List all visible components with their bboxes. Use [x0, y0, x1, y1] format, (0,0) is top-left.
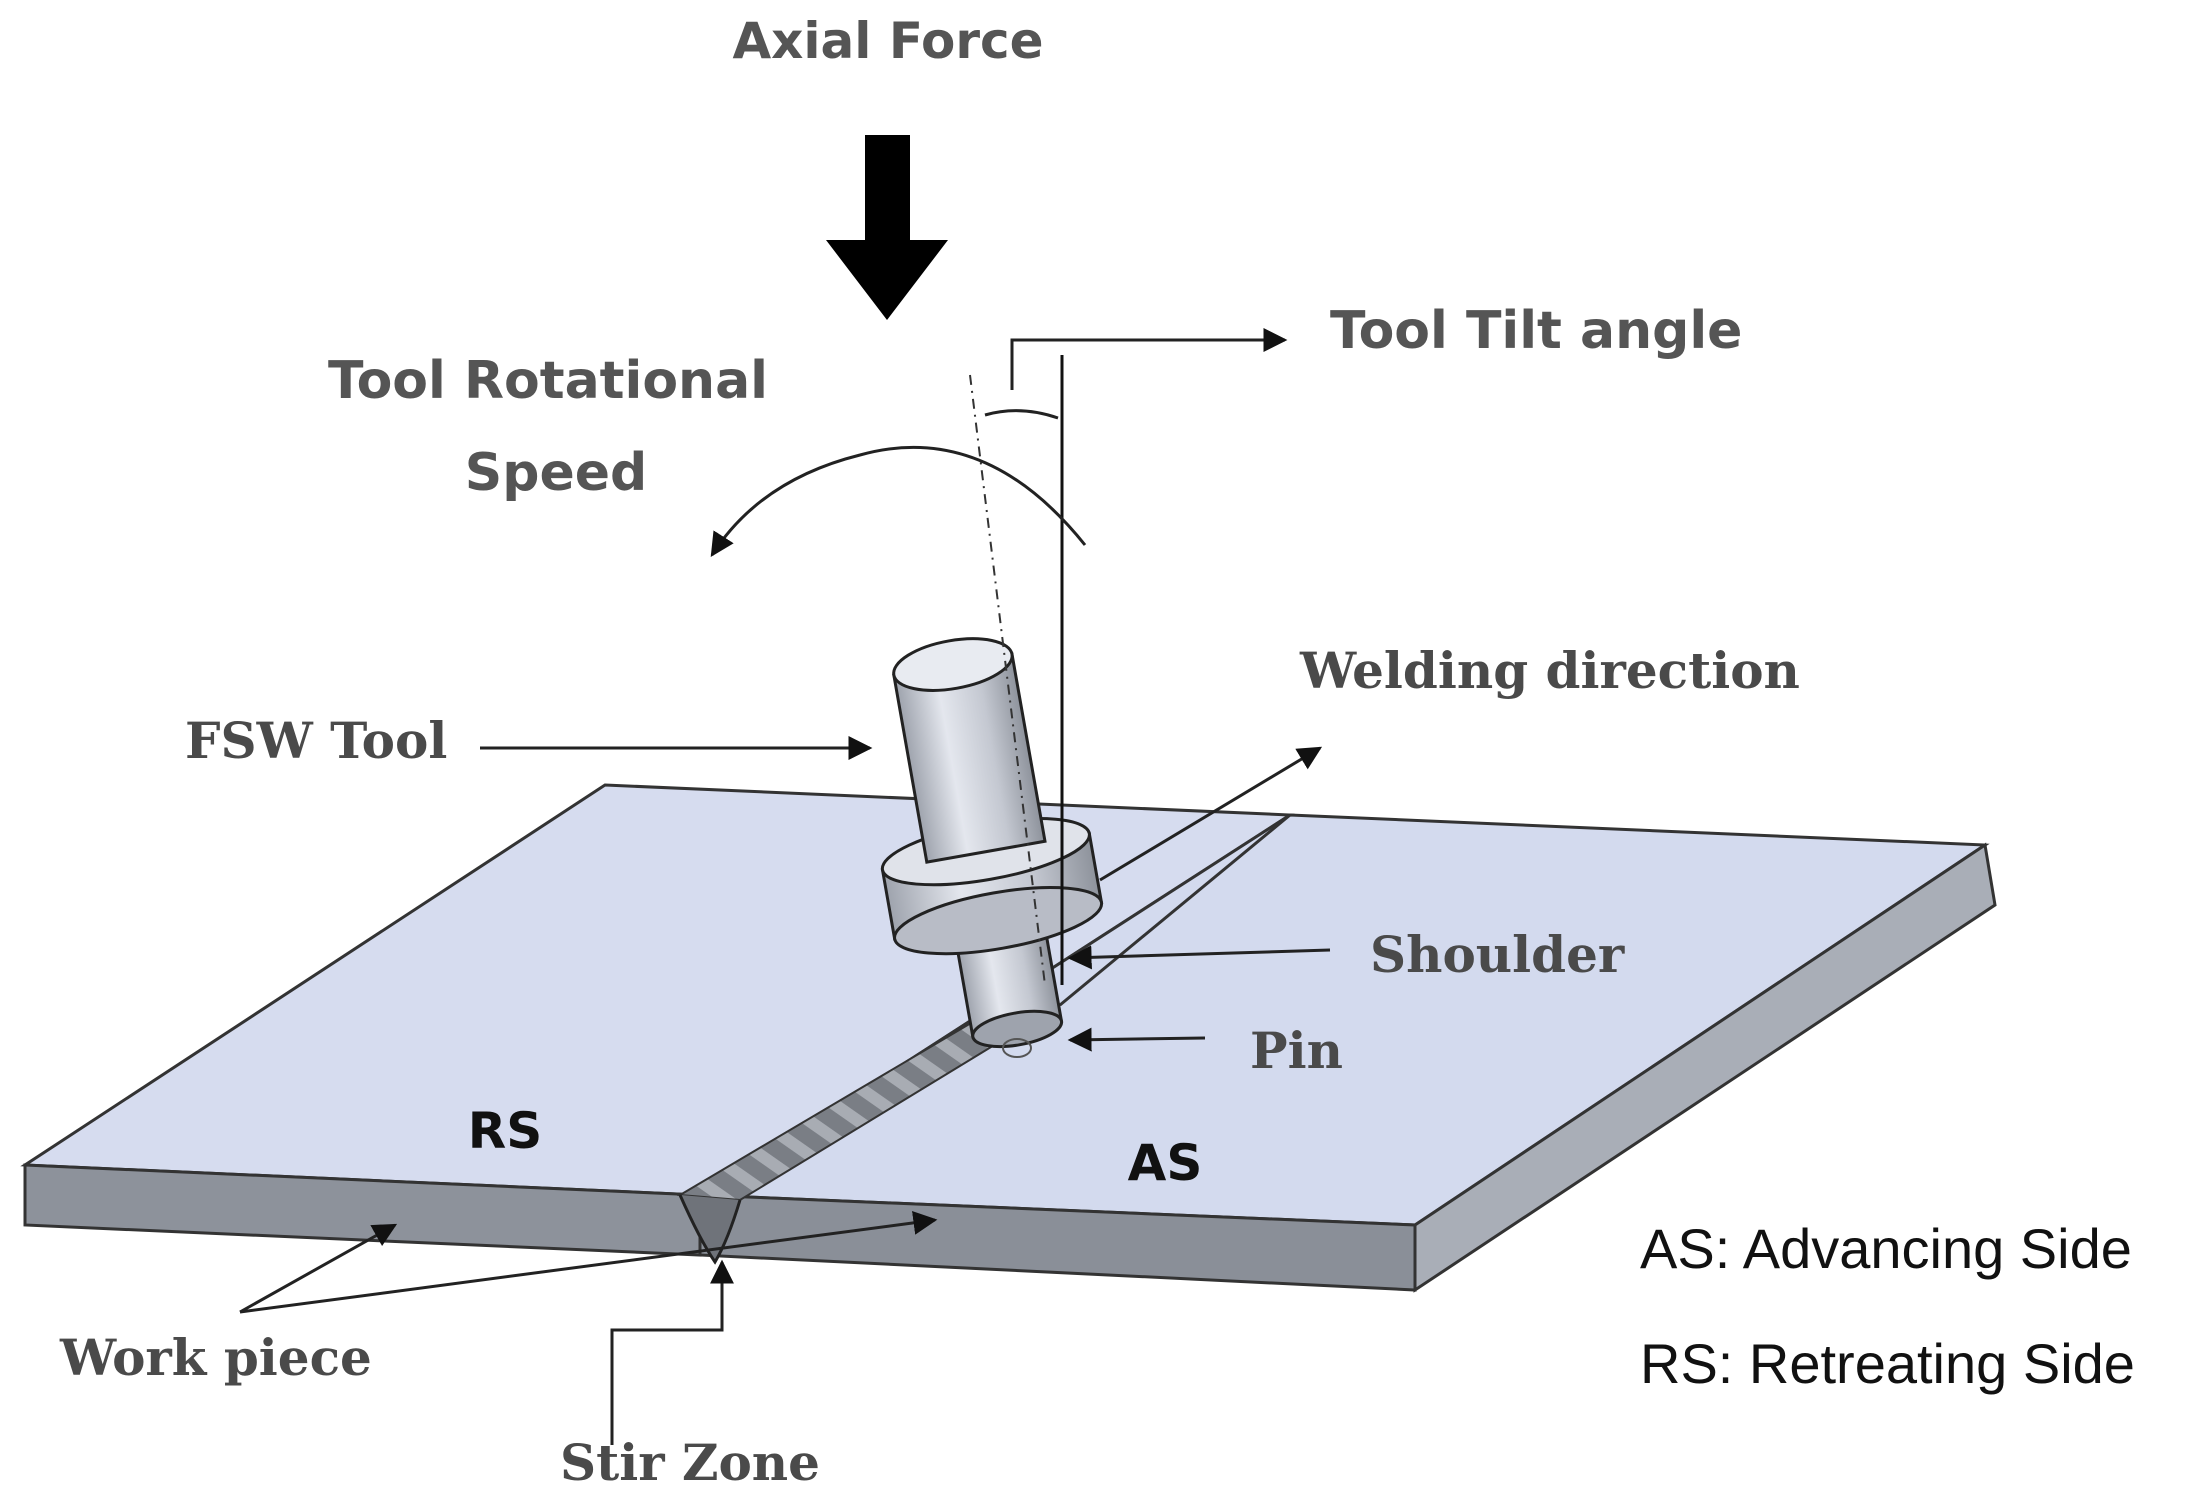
- joint-line: [1059, 813, 1291, 1007]
- plate-right-edge: [1413, 842, 1997, 1293]
- pin-contact-point: [1002, 1038, 1032, 1058]
- stir-zone-label: Stir Zone: [560, 1433, 820, 1492]
- fsw-tool: [880, 637, 1104, 1049]
- pin-label: Pin: [1250, 1021, 1343, 1080]
- axial-force-arrow: [826, 135, 948, 320]
- tool-tilt-angle-label: Tool Tilt angle: [1330, 301, 1742, 361]
- rotation-arrow: [710, 445, 1087, 558]
- pin-arrow: [1067, 1027, 1206, 1052]
- legend-rs-entry: RS: Retreating Side: [1640, 1332, 2135, 1395]
- work-piece-arrows: [239, 1223, 398, 1314]
- tool-rotational-label-line2: Speed: [465, 443, 647, 503]
- work-piece-label: Work piece: [59, 1328, 372, 1387]
- tilt-angle-indicator: [969, 328, 1288, 986]
- shoulder-arrow: [1067, 945, 1331, 970]
- stir-zone-arrow: [610, 1259, 734, 1445]
- welding-direction-label: Welding direction: [1299, 641, 1800, 700]
- legend-as-entry: AS: Advancing Side: [1640, 1217, 2132, 1280]
- rs-label: RS: [468, 1102, 543, 1160]
- shoulder-label: Shoulder: [1370, 925, 1625, 984]
- axial-force-label: Axial Force: [732, 12, 1043, 70]
- tool-rotational-label-line1: Tool Rotational: [328, 351, 768, 411]
- welding-direction-arrow: [1099, 746, 1323, 882]
- fsw-tool-label: FSW Tool: [185, 711, 447, 770]
- legend: AS: Advancing Side RS: Retreating Side: [1640, 1217, 2135, 1395]
- as-label: AS: [1128, 1134, 1203, 1192]
